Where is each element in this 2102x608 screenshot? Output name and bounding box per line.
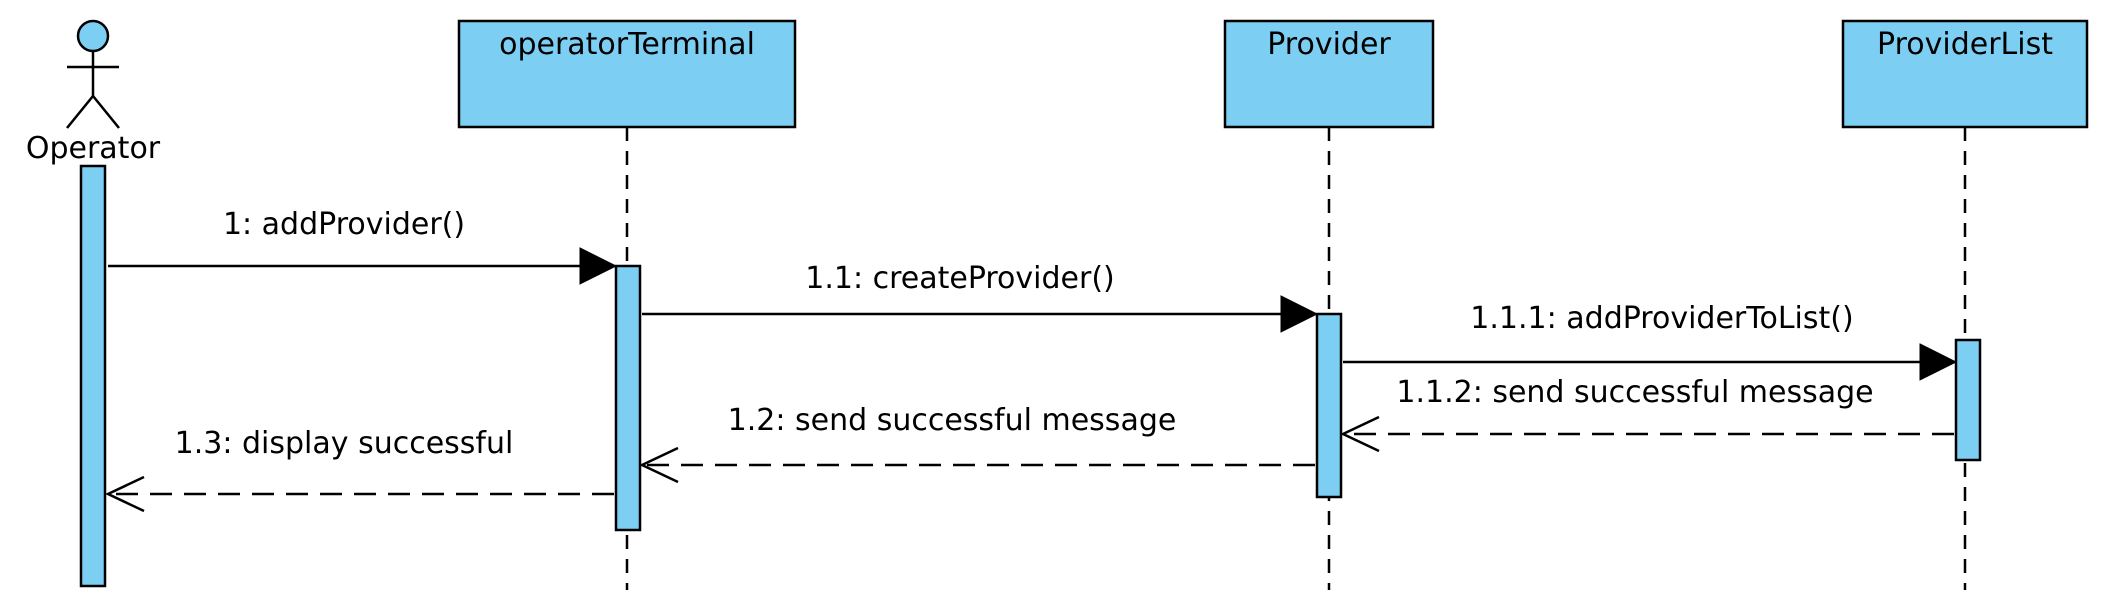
participant-provider-list[interactable]: ProviderList bbox=[1841, 19, 2089, 129]
message-label: 1.2: send successful message bbox=[728, 403, 1177, 438]
message-create-provider[interactable]: 1.1: createProvider() bbox=[642, 261, 1319, 333]
activation-operator-terminal bbox=[614, 264, 642, 532]
arrowhead-open-icon bbox=[1340, 415, 1380, 453]
activation-provider bbox=[1315, 312, 1343, 499]
message-display-successful[interactable]: 1.3: display successful bbox=[105, 426, 614, 513]
actor-head-icon bbox=[76, 19, 110, 53]
arrowhead-filled-icon bbox=[1919, 343, 1958, 381]
activation-operator bbox=[79, 164, 107, 588]
arrowhead-filled-icon bbox=[579, 247, 618, 285]
actor-label: Operator bbox=[26, 131, 161, 166]
participant-box bbox=[457, 19, 797, 129]
actor-operator[interactable]: Operator bbox=[26, 19, 161, 166]
participant-box bbox=[1841, 19, 2089, 129]
actor-left-leg bbox=[66, 95, 94, 129]
actor-right-leg bbox=[92, 95, 120, 129]
participant-box bbox=[1223, 19, 1435, 129]
arrowhead-filled-icon bbox=[1280, 295, 1319, 333]
participant-label: Provider bbox=[1267, 27, 1391, 62]
message-add-provider-to-list[interactable]: 1.1.1: addProviderToList() bbox=[1343, 301, 1958, 381]
message-label: 1.1.1: addProviderToList() bbox=[1470, 301, 1853, 336]
participant-provider[interactable]: Provider bbox=[1223, 19, 1435, 129]
message-label: 1.1: createProvider() bbox=[805, 261, 1115, 296]
participant-operator-terminal[interactable]: operatorTerminal bbox=[457, 19, 797, 129]
arrowhead-open-icon bbox=[105, 475, 145, 513]
message-send-successful-1-1-2[interactable]: 1.1.2: send successful message bbox=[1340, 375, 1954, 453]
message-send-successful-1-2[interactable]: 1.2: send successful message bbox=[639, 403, 1315, 484]
message-add-provider[interactable]: 1: addProvider() bbox=[108, 207, 618, 285]
participant-label: ProviderList bbox=[1877, 27, 2053, 62]
message-label: 1.3: display successful bbox=[175, 426, 514, 461]
participant-label: operatorTerminal bbox=[499, 27, 755, 62]
message-label: 1.1.2: send successful message bbox=[1396, 375, 1873, 410]
message-label: 1: addProvider() bbox=[223, 207, 465, 242]
activation-provider-list bbox=[1954, 338, 1982, 462]
arrowhead-open-icon bbox=[639, 446, 679, 484]
